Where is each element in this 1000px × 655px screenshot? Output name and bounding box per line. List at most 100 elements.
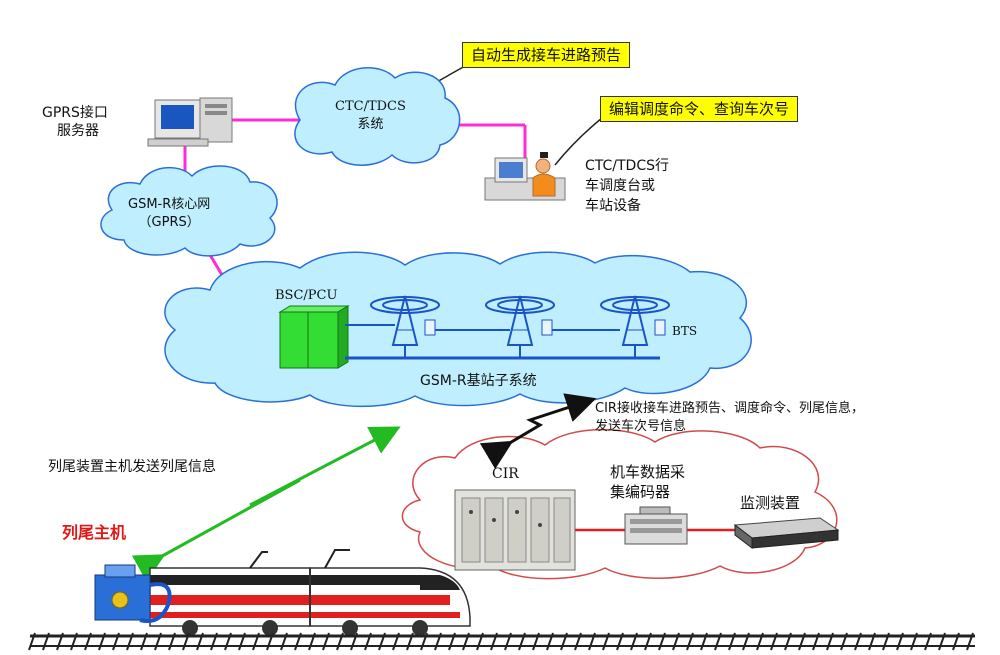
tail-device-icon xyxy=(94,564,172,623)
server-computer-icon xyxy=(147,97,233,147)
rail-track xyxy=(28,632,975,651)
rail-tie xyxy=(210,632,218,651)
dispatch-station-label-line1: CTC/TDCS行 xyxy=(585,158,669,174)
dispatcher-workstation-icon xyxy=(484,152,566,201)
rail-tie xyxy=(784,632,792,651)
rail-tie xyxy=(630,632,638,651)
rail-tie xyxy=(294,632,302,651)
tail-wireless-arrow xyxy=(131,426,401,582)
rail-tie xyxy=(826,632,834,651)
cir-label: CIR xyxy=(492,466,519,482)
rail-tie xyxy=(518,632,526,651)
rail-tie xyxy=(350,632,358,651)
rail-tie xyxy=(336,632,344,651)
gprs-server-label: GPRS接口 服务器 xyxy=(42,104,108,140)
monitor-device-icon xyxy=(733,517,840,550)
bts-label: BTS xyxy=(672,324,698,338)
rail-tie xyxy=(532,632,540,651)
rail-tie xyxy=(420,632,428,651)
cir-info-label: CIR接收接车进路预告、调度命令、列尾信息， 发送车次号信息 xyxy=(595,400,864,436)
collector-label-line1: 机车数据采 xyxy=(610,463,686,481)
rail-tie xyxy=(224,632,232,651)
train-icon xyxy=(149,549,471,636)
rail-tie xyxy=(322,632,330,651)
bsc-pcu-cabinet-icon xyxy=(278,305,350,369)
gsmr-core-label: GSM-R核心网 （GPRS） xyxy=(128,196,210,232)
callout-auto-route: 自动生成接车进路预告 xyxy=(462,42,631,68)
rail-tie xyxy=(868,632,876,651)
cir-info-label-line1: CIR接收接车进路预告、调度命令、列尾信息， xyxy=(595,401,864,416)
cir-info-label-line2: 发送车次号信息 xyxy=(595,419,687,434)
rail-tie xyxy=(364,632,372,651)
dispatch-station-label: CTC/TDCS行 车调度台或 车站设备 xyxy=(585,156,669,216)
rail-tie xyxy=(42,632,50,651)
rail-tie xyxy=(812,632,820,651)
bts-links xyxy=(345,324,660,360)
gprs-server-label-line2: 服务器 xyxy=(56,123,99,139)
rail-tie xyxy=(448,632,456,651)
gsmr-core-cloud xyxy=(100,165,278,257)
rail-tie xyxy=(462,632,470,651)
monitor-label: 监测装置 xyxy=(740,494,801,512)
rail-tie xyxy=(742,632,750,651)
bsc-pcu-label: BSC/PCU xyxy=(275,288,338,303)
rail-tie xyxy=(308,632,316,651)
rail-tie xyxy=(658,632,666,651)
rail-tie xyxy=(952,632,960,651)
ctc-tdcs-label: CTC/TDCS 系统 xyxy=(335,98,406,134)
callout-tail-dispatch xyxy=(554,117,603,166)
tail-send-label: 列尾装置主机发送列尾信息 xyxy=(48,459,216,475)
gsmr-core-label-line1: GSM-R核心网 xyxy=(128,197,211,212)
dispatch-station-label-line3: 车站设备 xyxy=(585,198,641,214)
rail-tie xyxy=(238,632,246,651)
rail-tie xyxy=(910,632,918,651)
gprs-server-label-line1: GPRS接口 xyxy=(42,105,108,121)
data-collector-icon xyxy=(624,506,688,545)
rail-tie xyxy=(70,632,78,651)
rail-tie xyxy=(700,632,708,651)
rail-tie xyxy=(56,632,64,651)
ctc-tdcs-label-line2: 系统 xyxy=(357,117,384,132)
rail-tie xyxy=(672,632,680,651)
gsmr-core-label-line2: （GPRS） xyxy=(138,215,200,230)
rail-tie xyxy=(574,632,582,651)
dispatch-station-label-line2: 车调度台或 xyxy=(585,178,655,194)
rail-tie xyxy=(490,632,498,651)
rail-tie xyxy=(728,632,736,651)
bss-title: GSM-R基站子系统 xyxy=(420,373,537,389)
bts-tower-icon-1 xyxy=(370,295,440,346)
rail-tie xyxy=(266,632,274,651)
rail-tie xyxy=(378,632,386,651)
bts-tower-icon-3 xyxy=(600,295,670,346)
rail-tie xyxy=(392,632,400,651)
rail-tie xyxy=(84,632,92,651)
rail-tie xyxy=(280,632,288,651)
rail-tie xyxy=(882,632,890,651)
rail-tie xyxy=(406,632,414,651)
rail-tie xyxy=(28,632,36,651)
rail-tie xyxy=(602,632,610,651)
rail-tie xyxy=(168,632,176,651)
rail-tie xyxy=(140,632,148,651)
rail-tie xyxy=(560,632,568,651)
collector-label: 机车数据采 集编码器 xyxy=(610,462,685,502)
rail-tie xyxy=(154,632,162,651)
rail-tie xyxy=(798,632,806,651)
rail-tie xyxy=(924,632,932,651)
rail-tie xyxy=(252,632,260,651)
rail-tie xyxy=(504,632,512,651)
rail-tie xyxy=(644,632,652,651)
rail-tie xyxy=(686,632,694,651)
rail-tie xyxy=(938,632,946,651)
collector-label-line2: 集编码器 xyxy=(610,483,671,501)
rail-tie xyxy=(434,632,442,651)
rail-tie xyxy=(476,632,484,651)
callout-dispatch-command: 编辑调度命令、查询车次号 xyxy=(600,96,799,122)
rail-tie xyxy=(854,632,862,651)
rail-tie xyxy=(756,632,764,651)
rail-tie xyxy=(588,632,596,651)
rail-tie xyxy=(126,632,134,651)
rail-tie xyxy=(896,632,904,651)
rail-tie xyxy=(98,632,106,651)
